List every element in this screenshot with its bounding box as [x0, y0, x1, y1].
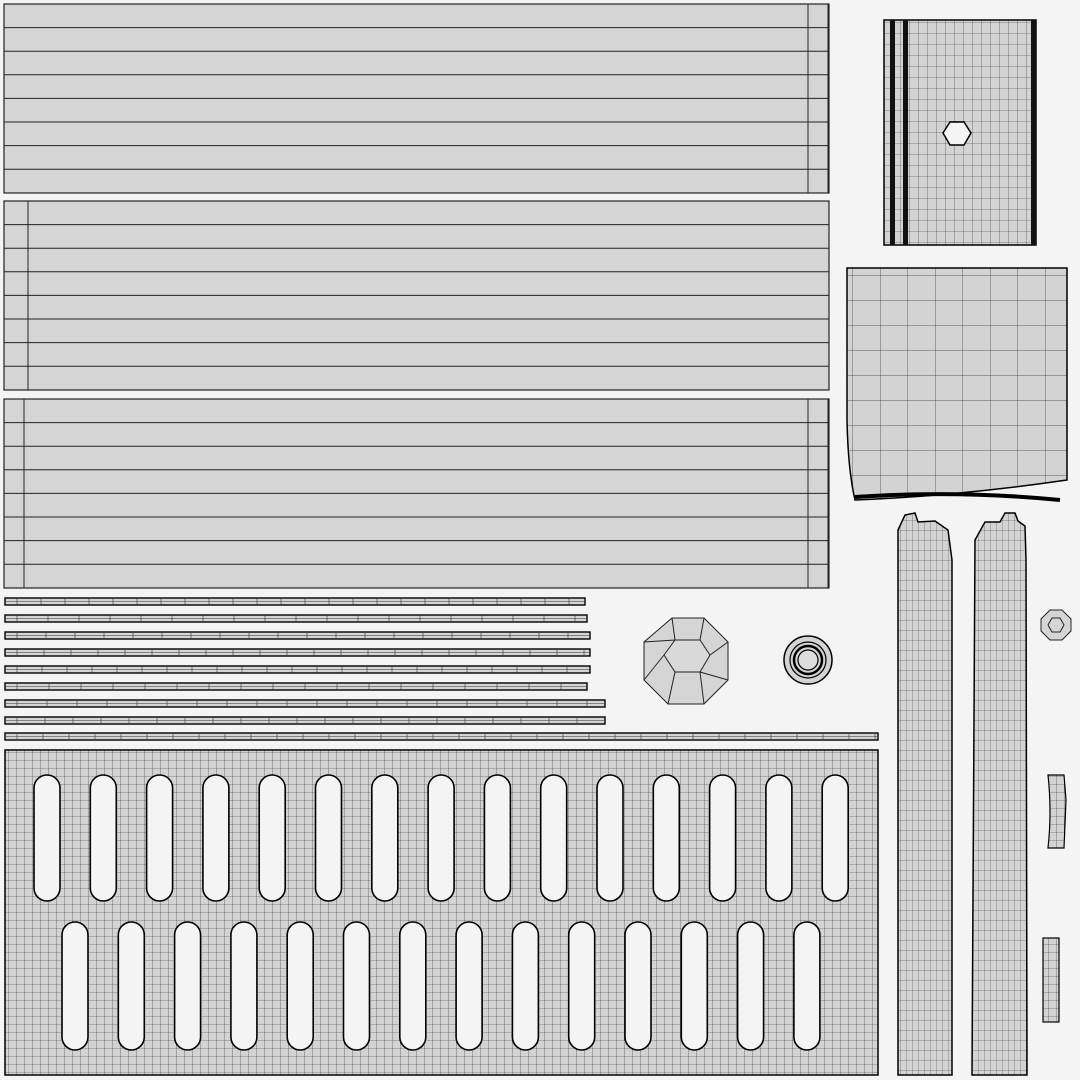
comb-hole [89, 774, 118, 902]
comb-hole [511, 921, 540, 1051]
comb-hole [624, 921, 652, 1051]
pillar-right [971, 512, 1028, 1076]
curved-panel [846, 267, 1068, 502]
comb-hole [33, 774, 61, 902]
comb-hole [765, 774, 793, 902]
small-stack-piece [1042, 937, 1060, 1023]
comb-island [4, 749, 879, 1076]
thin-strip [4, 614, 588, 623]
thin-strip [4, 665, 591, 674]
comb-holes [33, 774, 850, 1051]
comb-hole [427, 774, 455, 902]
comb-hole [652, 774, 681, 902]
comb-hole [314, 774, 343, 902]
tall-panel-with-hole [883, 19, 1037, 246]
comb-hole [539, 774, 568, 902]
ring-cap [783, 635, 833, 685]
comb-hole [342, 921, 371, 1051]
comb-hole [117, 921, 146, 1051]
comb-hole [370, 774, 399, 902]
comb-hole [145, 774, 174, 902]
comb-hole [708, 774, 737, 902]
comb-hole [596, 774, 624, 902]
thin-strip [4, 716, 606, 725]
plank-island-middle [3, 200, 830, 391]
comb-hole [61, 921, 89, 1051]
panel-hole [942, 121, 972, 146]
comb-hole [173, 921, 202, 1051]
comb-hole [821, 774, 850, 902]
pillar-left [897, 512, 953, 1076]
comb-hole [483, 774, 512, 902]
comb-hole [680, 921, 709, 1051]
comb-hole [286, 921, 315, 1051]
plank-island-bottom [3, 398, 830, 589]
plank-island-top [3, 3, 830, 194]
comb-hole [455, 921, 483, 1051]
comb-hole [567, 921, 596, 1051]
thin-strip [4, 682, 588, 691]
octagon-cap [643, 617, 729, 705]
thin-strip [4, 597, 586, 606]
thin-strip [4, 648, 591, 657]
small-octagon [1040, 609, 1072, 641]
long-strip [4, 732, 879, 741]
comb-hole [398, 921, 427, 1051]
comb-hole [736, 921, 765, 1051]
thin-strips-stack [4, 597, 879, 741]
comb-hole [230, 921, 258, 1051]
comb-hole [202, 774, 230, 902]
thin-strip [4, 699, 606, 708]
thin-strip [4, 631, 591, 640]
small-curved-piece [1047, 774, 1067, 849]
plank-islands [3, 3, 830, 589]
comb-hole [258, 774, 287, 902]
comb-hole [793, 921, 821, 1051]
